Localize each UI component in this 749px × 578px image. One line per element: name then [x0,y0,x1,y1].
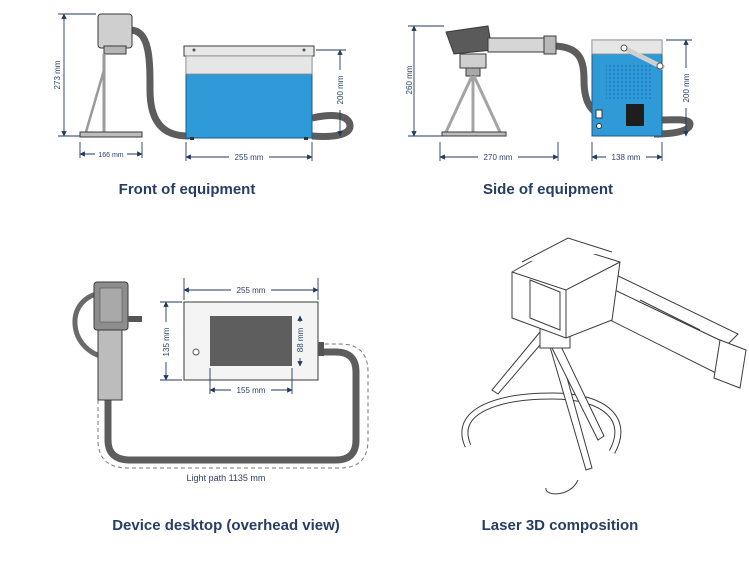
top-window [210,316,292,366]
side-laser-head [445,25,493,55]
side-box-height-label: 200 mm [682,73,691,102]
side-height-label: 260 mm [405,65,414,94]
front-box-height-label: 200 mm [336,75,345,104]
front-stand-width-label: 166 mm [98,152,123,159]
top-window-height-label: 88 mm [296,327,305,352]
top-window-width-label: 155 mm [237,386,266,395]
side-box-width-label: 138 mm [612,153,641,162]
side-view-panel: 260 mm 270 mm 138 mm 200 mm Side of equi… [405,25,694,198]
light-path-dashed [97,343,369,469]
front-height-label: 273 mm [53,60,62,89]
top-view-panel: 255 mm 135 mm 155 mm 88 mm Light path 11… [72,278,369,534]
front-box-width-label: 255 mm [235,153,264,162]
top-box-width-label: 255 mm [237,286,266,295]
iso-caption: Laser 3D composition [482,517,639,534]
light-path-label: Light path 1135 mm [187,473,266,483]
front-laser-head [97,13,133,49]
front-stand-base [79,131,143,138]
iso-view-panel: Laser 3D composition [461,237,747,534]
side-stand-width-label: 270 mm [484,153,513,162]
side-vent [606,64,652,100]
front-cable-right [311,112,354,140]
side-stand [444,75,474,133]
side-caption: Side of equipment [483,181,613,198]
front-caption: Front of equipment [119,181,256,198]
top-box-depth-label: 135 mm [162,327,171,356]
front-view-panel: 273 mm 166 mm 255 mm 200 mm Front of equ… [53,13,354,198]
top-cable [104,348,360,464]
top-caption: Device desktop (overhead view) [112,517,340,534]
front-cable [126,26,192,140]
